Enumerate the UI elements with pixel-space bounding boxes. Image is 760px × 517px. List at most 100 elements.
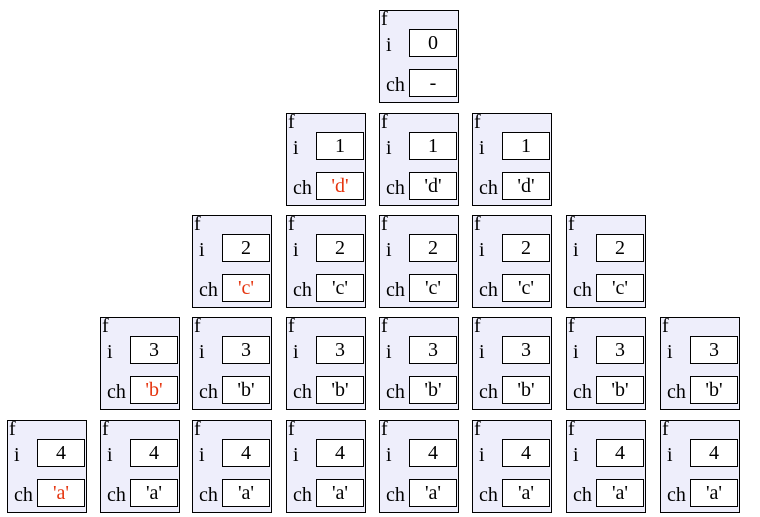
function-name: f [102, 315, 109, 337]
var-i-label: i [573, 341, 579, 363]
var-i-label: i [386, 239, 392, 261]
var-i-value: 4 [502, 439, 550, 467]
var-i-label: i [107, 341, 113, 363]
var-i-value: 0 [409, 29, 457, 57]
var-ch-value: 'b' [409, 376, 457, 404]
var-ch-label: ch [667, 381, 686, 403]
var-ch-value: 'c' [409, 274, 457, 302]
var-i-label: i [107, 444, 113, 466]
function-name: f [568, 213, 575, 235]
function-name: f [381, 8, 388, 30]
var-i-label: i [479, 137, 485, 159]
var-i-value: 1 [409, 132, 457, 160]
function-name: f [474, 111, 481, 133]
var-i-label: i [386, 341, 392, 363]
var-i-label: i [573, 239, 579, 261]
var-i-value: 1 [316, 132, 364, 160]
var-i-value: 3 [409, 336, 457, 364]
function-name: f [194, 315, 201, 337]
function-name: f [568, 418, 575, 440]
function-name: f [568, 315, 575, 337]
var-i-label: i [479, 444, 485, 466]
var-ch-label: ch [479, 381, 498, 403]
function-name: f [288, 418, 295, 440]
var-ch-label: ch [573, 381, 592, 403]
var-ch-value: 'b' [596, 376, 644, 404]
var-i-label: i [14, 444, 20, 466]
var-ch-label: ch [293, 177, 312, 199]
var-ch-value: 'b' [222, 376, 270, 404]
var-ch-label: ch [667, 484, 686, 506]
var-ch-label: ch [479, 177, 498, 199]
function-name: f [662, 315, 669, 337]
var-i-value: 4 [222, 439, 270, 467]
var-ch-value: 'a' [409, 479, 457, 507]
var-i-label: i [667, 444, 673, 466]
var-ch-value: 'a' [502, 479, 550, 507]
var-ch-value: 'b' [690, 376, 738, 404]
var-ch-value: 'd' [316, 172, 364, 200]
var-ch-label: ch [107, 381, 126, 403]
var-i-value: 4 [316, 439, 364, 467]
var-i-label: i [479, 341, 485, 363]
var-ch-value: 'b' [316, 376, 364, 404]
var-i-value: 4 [37, 439, 85, 467]
var-i-label: i [386, 34, 392, 56]
var-ch-label: ch [479, 484, 498, 506]
var-ch-value: 'a' [690, 479, 738, 507]
var-i-label: i [293, 444, 299, 466]
var-i-label: i [667, 341, 673, 363]
var-ch-value: 'c' [316, 274, 364, 302]
var-ch-value: 'd' [409, 172, 457, 200]
var-ch-value: 'd' [502, 172, 550, 200]
var-i-label: i [199, 444, 205, 466]
var-i-value: 3 [690, 336, 738, 364]
var-i-value: 4 [130, 439, 178, 467]
var-i-value: 4 [409, 439, 457, 467]
var-i-label: i [293, 239, 299, 261]
var-ch-label: ch [199, 381, 218, 403]
var-ch-value: 'c' [502, 274, 550, 302]
var-i-label: i [386, 444, 392, 466]
function-name: f [662, 418, 669, 440]
var-i-label: i [386, 137, 392, 159]
function-name: f [194, 213, 201, 235]
function-name: f [381, 418, 388, 440]
var-ch-label: ch [386, 74, 405, 96]
function-name: f [381, 315, 388, 337]
function-name: f [474, 315, 481, 337]
var-i-value: 2 [222, 234, 270, 262]
var-ch-label: ch [386, 381, 405, 403]
var-ch-value: 'c' [596, 274, 644, 302]
var-i-value: 1 [502, 132, 550, 160]
var-ch-label: ch [479, 279, 498, 301]
function-name: f [102, 418, 109, 440]
var-i-value: 2 [316, 234, 364, 262]
var-ch-value: 'a' [596, 479, 644, 507]
var-i-value: 3 [316, 336, 364, 364]
var-ch-label: ch [386, 177, 405, 199]
var-ch-label: ch [199, 279, 218, 301]
var-i-value: 3 [596, 336, 644, 364]
var-i-label: i [293, 137, 299, 159]
var-i-value: 3 [222, 336, 270, 364]
var-ch-label: ch [293, 279, 312, 301]
var-ch-label: ch [107, 484, 126, 506]
var-i-label: i [293, 341, 299, 363]
